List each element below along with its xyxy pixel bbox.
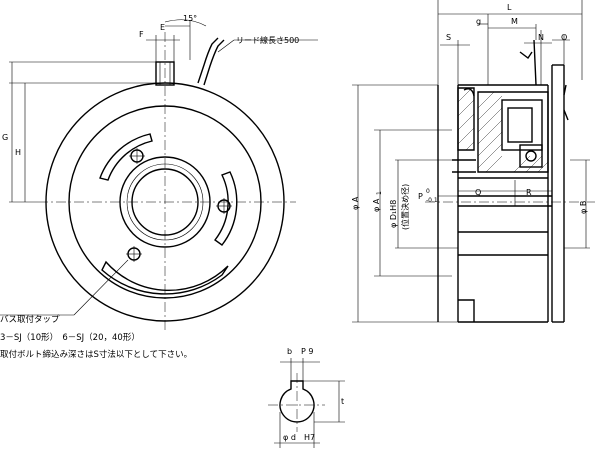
dim-r-label: R xyxy=(526,188,532,197)
dim-h-label: H xyxy=(15,148,21,157)
arc-slot-3 xyxy=(101,260,229,295)
keyway-bore xyxy=(279,380,315,423)
svg-text:φ A: φ A xyxy=(351,196,360,210)
tap-hole-3 xyxy=(126,246,142,262)
lead-wire xyxy=(197,37,219,84)
dim-g-label: G xyxy=(2,133,8,142)
dim-a-label: φ A xyxy=(351,196,360,210)
dim-d1-note: (位置決め径) xyxy=(400,184,410,230)
dim-p-sup: 0 xyxy=(426,188,430,195)
angle-label: 15° xyxy=(183,14,197,23)
tap-hole-2 xyxy=(216,198,232,214)
lead-wire-boss xyxy=(155,61,175,86)
front-view: F E 15° リード線長さ500 G H xyxy=(0,14,318,330)
dim-g-small-label: g xyxy=(476,17,481,26)
coil-block xyxy=(501,99,543,151)
keyway-h7: H7 xyxy=(304,433,315,442)
lead-wire-leader xyxy=(217,39,235,53)
section-hatch xyxy=(457,87,549,173)
dim-d1-label: φ D₁H8 xyxy=(389,200,398,228)
tap-spec: 3－SJ（10形） 6－SJ（20，40形） xyxy=(0,332,140,343)
keyway-d: φ d xyxy=(283,433,296,442)
keyway-t: t xyxy=(341,397,344,406)
dim-o-label: O xyxy=(561,33,567,42)
notes: バス取付タップ 3－SJ（10形） 6－SJ（20，40形） 取付ボルト締込み深… xyxy=(0,314,192,360)
dim-p-label: P xyxy=(418,192,423,201)
svg-text:1: 1 xyxy=(376,191,383,195)
dim-p-sub: -0.1 xyxy=(426,197,438,204)
svg-text:(位置決め径): (位置決め径) xyxy=(400,184,410,230)
dim-e-label: E xyxy=(160,23,165,32)
dim-m-label: M xyxy=(511,17,518,26)
dim-b-label: φ B xyxy=(579,201,588,214)
dim-l-label: L xyxy=(507,3,512,12)
dim-a1-label: φ A 1 xyxy=(372,191,383,212)
svg-text:φ B: φ B xyxy=(579,201,588,214)
tap-title: バス取付タップ xyxy=(0,314,60,325)
arc-slot-1 xyxy=(99,133,153,181)
dim-s-label: S xyxy=(446,33,451,42)
svg-text:φ A: φ A xyxy=(372,198,381,212)
keyway-detail: b P 9 t φ d H7 xyxy=(268,347,345,448)
svg-text:φ D₁H8: φ D₁H8 xyxy=(389,200,398,228)
dim-f-label: F xyxy=(139,30,144,39)
keyway-b: b xyxy=(287,347,292,356)
side-lead-wire xyxy=(519,39,537,86)
arc-slot-2 xyxy=(213,171,238,246)
bolt-note: 取付ボルト締込み深さはS寸法以下として下さい。 xyxy=(0,349,192,360)
side-view: L g M S N O φ A φ A 1 φ D₁H8 xyxy=(351,0,595,323)
bearing xyxy=(519,144,543,168)
lead-wire-note: リード線長さ500 xyxy=(236,35,299,45)
dim-q-label: Q xyxy=(475,188,481,197)
tap-leader xyxy=(73,259,129,316)
dim-n-label: N xyxy=(538,33,544,42)
housing-section xyxy=(457,87,475,151)
keyway-p9: P 9 xyxy=(301,347,313,356)
tap-hole-1 xyxy=(129,148,145,164)
